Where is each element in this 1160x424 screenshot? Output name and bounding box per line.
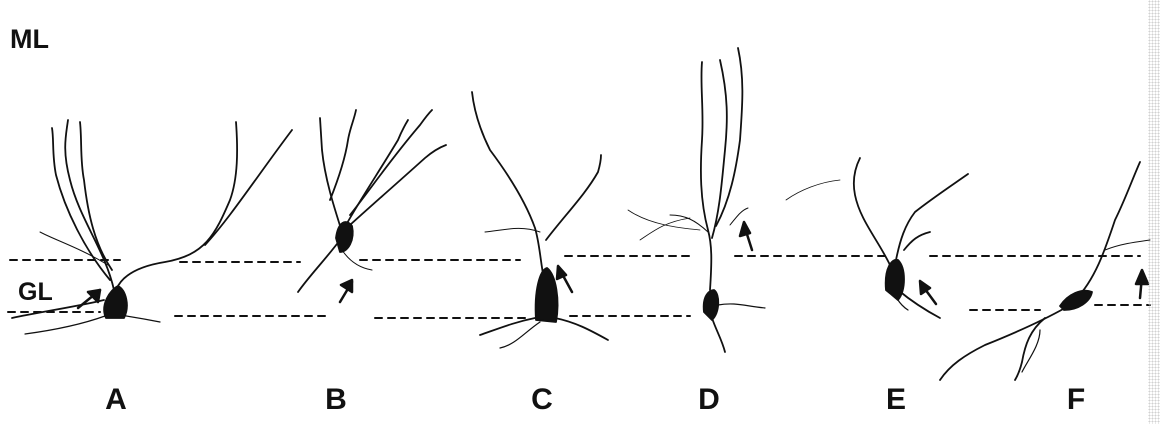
panel-label-c: C [531, 383, 553, 416]
arrow-b [338, 278, 354, 304]
panel-label-a: A [105, 383, 127, 416]
arrow-d [738, 220, 754, 252]
granular-layer-label: GL [18, 278, 53, 306]
arrow-c [555, 264, 574, 294]
neuron-a [11, 119, 293, 335]
layer-boundary-upper [9, 255, 1141, 263]
scan-edge-texture [1148, 0, 1160, 424]
panel-label-d: D [698, 383, 720, 416]
neuron-f [939, 161, 1151, 381]
layer-boundary-lower [7, 304, 1151, 319]
panel-label-b: B [325, 383, 347, 416]
neuron-b [297, 109, 447, 293]
neuron-e [785, 157, 969, 319]
neuron-d [627, 47, 766, 353]
arrow-a [76, 288, 102, 310]
panel-label-e: E [885, 383, 906, 416]
panel-label-f: F [1066, 383, 1086, 416]
arrow-e [918, 279, 938, 306]
arrow-f [1134, 268, 1150, 300]
neuron-c [471, 91, 609, 349]
molecular-layer-label: ML [10, 24, 49, 54]
